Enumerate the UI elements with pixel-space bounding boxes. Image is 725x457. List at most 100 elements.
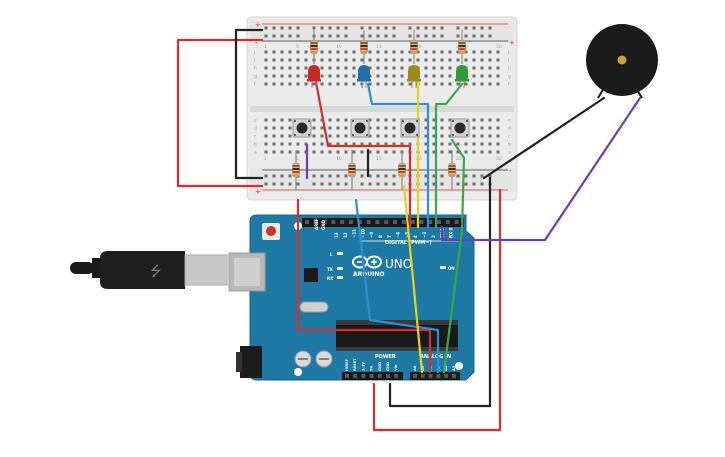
usb-chip [304,268,318,282]
red-led[interactable] [307,65,321,88]
power-pin-label: RESET [353,358,357,371]
wire-red-led[interactable] [314,80,412,229]
row-letter: h [508,66,511,72]
digital-pin-label: RX 0 [448,227,453,238]
piezo-buzzer[interactable] [586,24,658,99]
led-tx [337,267,343,270]
column-number: 25 [456,156,462,162]
analog-pin-label: A0 [413,365,417,371]
digital-pin-label: 4 [413,235,418,238]
row-letter: b [508,142,511,148]
column-number: 15 [376,156,382,162]
mounting-hole [294,368,302,376]
atmega-chip [336,325,458,347]
digital-pin-label: ~9 [369,232,374,238]
arduino-logo [352,255,382,269]
column-number: 10 [336,156,342,162]
wire-black-rail-loop[interactable] [234,28,264,180]
analog-pin-label: A5 [452,365,456,371]
breadboard-labels: jjiihhggffeeddccbbaa11551010151520202525… [253,44,511,162]
pin-gnd-label: GND [321,219,326,230]
mounting-hole [455,362,463,370]
wire-blue-led[interactable] [366,82,430,229]
digital-pin-label: ~11 [352,229,357,238]
wire-red-button[interactable] [296,198,432,374]
led-l-label: L [330,252,333,257]
rail-plus-label-top: + [255,21,261,29]
wire-yellow-button[interactable] [402,184,424,374]
row-letter: a [254,151,257,156]
row-letter: c [508,135,511,140]
led-resistor[interactable] [410,30,418,64]
rail-minus-label-top: - [255,39,258,47]
led-resistor[interactable] [360,30,368,64]
button-resistor[interactable] [448,150,456,190]
usb-icon: ⭍ [150,264,162,280]
push-button-3[interactable] [400,118,420,138]
button-resistor[interactable] [398,150,406,190]
row-letter: b [254,142,257,148]
rail-minus-label-bottom: - [509,167,512,175]
rail-plus-label-bottom: + [255,188,261,196]
led-on [440,266,446,269]
usb-cable[interactable]: ⭍ [70,251,228,289]
column-number: 5 [296,156,299,162]
row-letter: d [508,126,511,132]
yellow-led[interactable] [407,65,421,88]
digital-pin-label: 8 [378,235,383,238]
row-letter: c [254,135,257,140]
led-on-label: ON [448,266,455,271]
power-pin-label: IOREF [345,358,349,371]
digital-header-label: DIGITAL (PWM~) [385,240,432,246]
wire-red-rail-loop[interactable] [176,38,264,188]
wire-green-led[interactable] [434,82,464,229]
button-resistor[interactable] [292,150,300,190]
led-rx [337,276,343,279]
breadboard[interactable]: jjiihhggffeeddccbbaa11551010151520202525… [246,16,518,201]
crystal [299,301,329,313]
analog-header-label: ANALOG IN [420,354,451,360]
reset-button-cap[interactable] [266,226,276,236]
components [292,30,470,190]
row-letter: e [254,119,257,124]
column-number: 1 [264,44,267,50]
analog-header [410,372,460,380]
push-button-4[interactable] [450,118,470,138]
column-number: 10 [336,44,342,50]
led-resistor[interactable] [458,30,466,64]
blue-led[interactable] [357,65,371,88]
wire-purple-buzzer[interactable] [440,96,642,242]
digital-header [302,218,464,227]
led-rx-label: RX [327,276,333,281]
column-number: 15 [376,44,382,50]
push-button-1[interactable] [292,118,312,138]
green-led[interactable] [455,65,469,88]
wire-black-buzzer-gnd[interactable] [482,96,606,180]
column-number: 1 [264,156,267,162]
push-button-2[interactable] [350,118,370,138]
arduino-brand: ARDUINO [353,271,384,278]
row-letter: g [254,75,257,80]
led-resistor[interactable] [310,30,318,64]
wire-black-gnd[interactable] [388,176,492,408]
digital-pin-label: ~6 [396,232,401,238]
power-pin-label: 3.3V [361,362,365,371]
led-tx-label: TX [327,267,333,272]
column-number: 30 [496,156,502,162]
digital-pin-label: ~5 [404,232,409,238]
wire-green-button[interactable] [442,138,466,374]
row-letter: f [508,82,510,88]
buzzer-center [617,55,627,65]
power-pin-label: GND [386,362,390,371]
row-letter: h [254,66,257,72]
wire-red-5v[interactable] [372,188,502,432]
row-letter: f [254,82,256,88]
column-number: 30 [496,44,502,50]
button-resistor[interactable] [348,150,356,190]
row-letter: j [507,50,509,56]
wire-blue-button[interactable] [354,198,440,374]
column-number: 20 [416,44,422,50]
arduino-model: UNO [385,257,412,271]
row-letter: j [253,50,255,56]
pin-aref-label: AREF [314,218,319,230]
